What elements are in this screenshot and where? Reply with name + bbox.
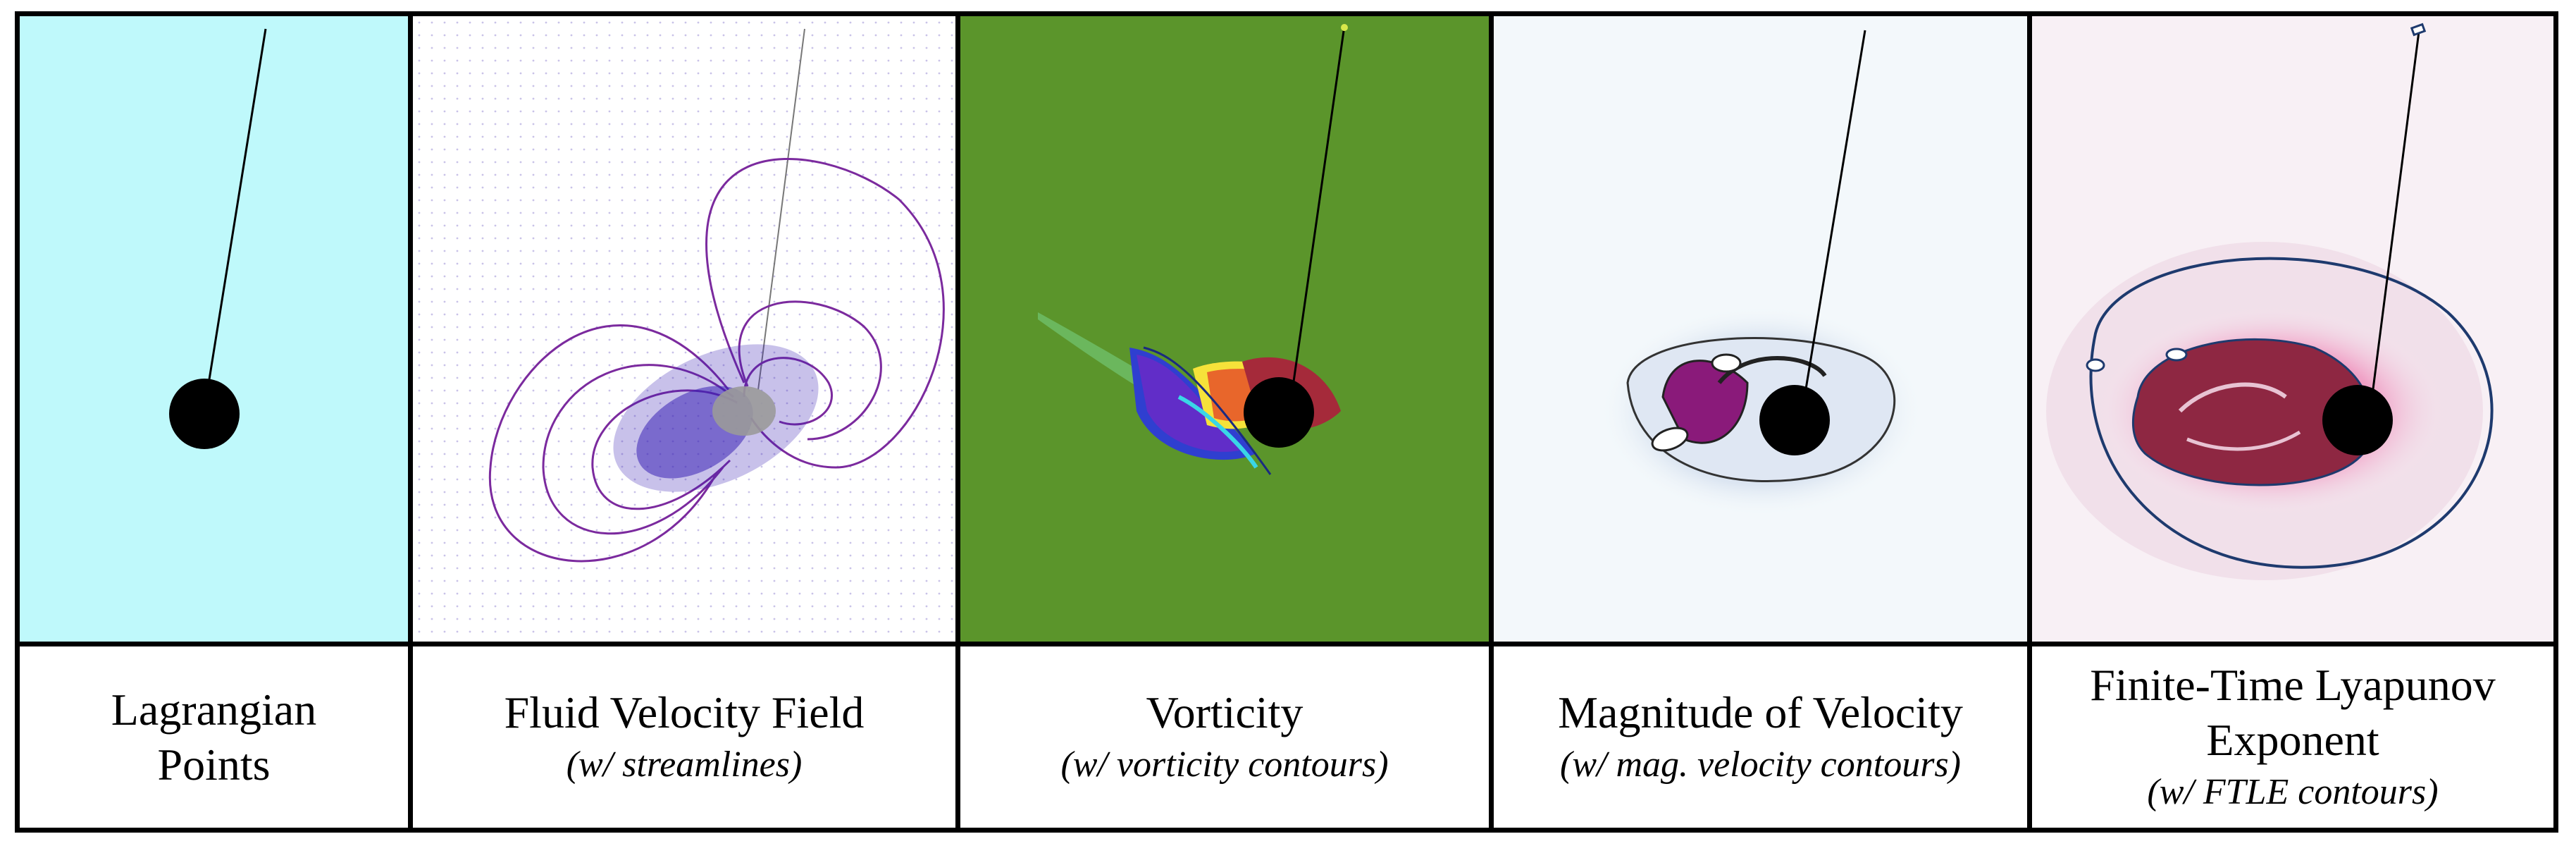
pendulum-rod xyxy=(1800,30,1866,415)
pendulum-rod xyxy=(1288,25,1346,412)
velocity-plot xyxy=(413,16,955,642)
vorticity-plot xyxy=(960,16,1489,642)
ftle-field xyxy=(2046,242,2494,580)
pivot-marker xyxy=(2410,23,2427,37)
caption-title-line-2: Points xyxy=(157,739,271,790)
panel-ftle xyxy=(2032,16,2553,642)
caption-divider xyxy=(15,642,2558,646)
streamline xyxy=(488,324,730,563)
panel-magnitude-of-velocity xyxy=(1494,16,2027,642)
pendulum-rod xyxy=(2369,31,2420,412)
magnitude-plot xyxy=(1494,16,2027,642)
column-divider xyxy=(955,11,960,833)
ftle-plot xyxy=(2032,16,2553,642)
streamline xyxy=(743,357,834,426)
pendulum-bob xyxy=(169,379,240,449)
pendulum-bob xyxy=(2322,385,2393,455)
caption-magnitude-of-velocity: Magnitude of Velocity (w/ mag. velocity … xyxy=(1494,646,2027,828)
caption-subtitle: (w/ mag. velocity contours) xyxy=(1560,744,1961,785)
streamline xyxy=(738,300,882,441)
column-divider xyxy=(2027,11,2032,833)
caption-subtitle: (w/ FTLE contours) xyxy=(2147,771,2439,812)
caption-fluid-velocity-field: Fluid Velocity Field (w/ streamlines) xyxy=(413,646,955,828)
vorticity-background xyxy=(960,16,1489,642)
streamline xyxy=(542,364,734,535)
pendulum-rod xyxy=(757,28,805,391)
caption-title-line-1: Lagrangian xyxy=(111,684,317,735)
pendulum-bob xyxy=(1759,385,1830,455)
velocity-arrow-cluster xyxy=(613,344,819,492)
caption-vorticity: Vorticity (w/ vorticity contours) xyxy=(960,646,1489,828)
caption-lagrangian-points: Lagrangian Points xyxy=(20,646,408,828)
panel-lagrangian-points xyxy=(20,16,408,642)
caption-ftle: Finite-Time Lyapunov Exponent (w/ FTLE c… xyxy=(2032,646,2553,828)
caption-title-line-1: Finite-Time Lyapunov xyxy=(2090,659,2496,710)
streamline xyxy=(705,158,945,469)
lagrangian-plot xyxy=(20,16,408,642)
caption-title: Vorticity xyxy=(1146,687,1304,737)
figure-frame xyxy=(15,11,2558,833)
pivot-marker xyxy=(1341,24,1348,31)
pendulum-bob xyxy=(1244,377,1314,448)
caption-title: Magnitude of Velocity xyxy=(1558,687,1963,737)
streamline xyxy=(591,389,738,510)
pendulum-rod xyxy=(205,28,267,398)
column-divider xyxy=(1489,11,1494,833)
caption-title: Fluid Velocity Field xyxy=(504,687,865,737)
lagrangian-background xyxy=(20,16,408,642)
caption-title-line-2: Exponent xyxy=(2206,714,2379,765)
panel-vorticity xyxy=(960,16,1489,642)
caption-subtitle: (w/ vorticity contours) xyxy=(1060,744,1389,785)
caption-subtitle: (w/ streamlines) xyxy=(566,744,803,785)
streamlines xyxy=(488,158,945,563)
column-divider xyxy=(408,11,413,833)
panel-fluid-velocity-field xyxy=(413,16,955,642)
